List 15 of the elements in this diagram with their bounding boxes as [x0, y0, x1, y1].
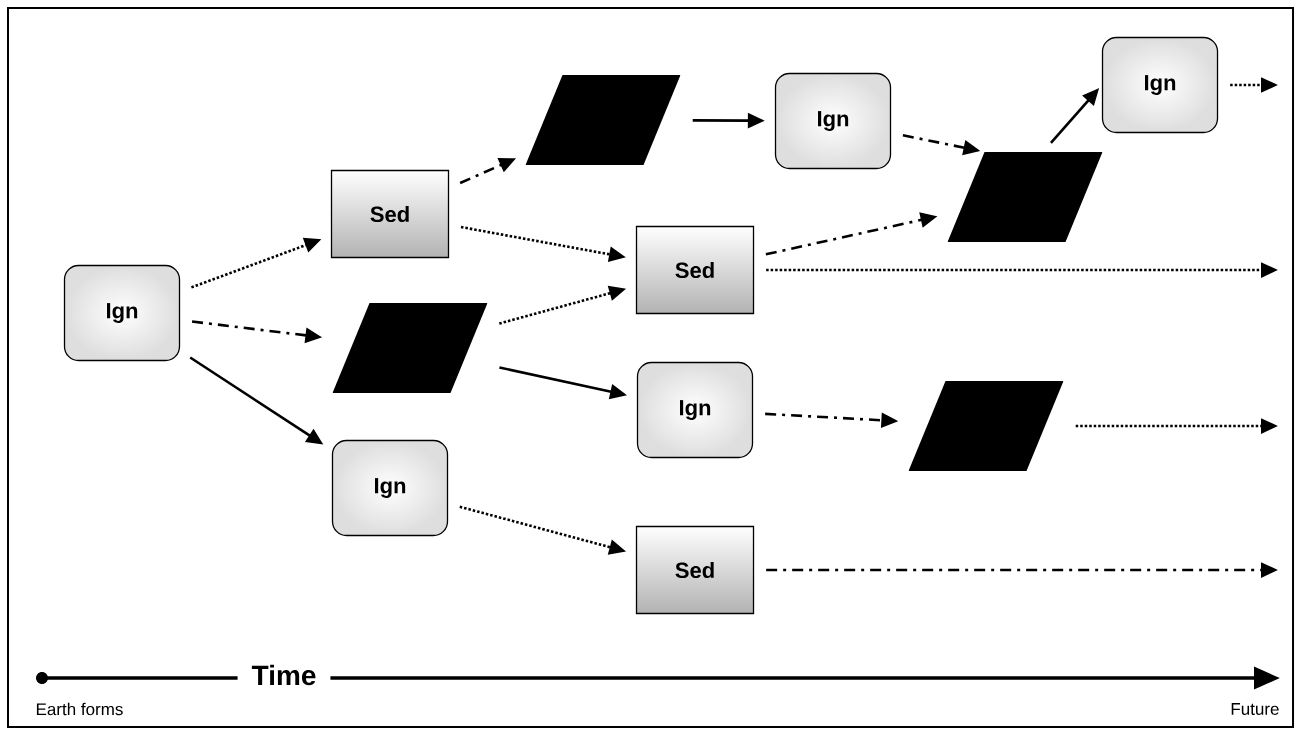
parallelogram: [332, 303, 488, 393]
parallelogram: [525, 75, 681, 165]
sedimentary-box: Sed: [330, 169, 450, 259]
parallelogram: [947, 152, 1103, 242]
sedimentary-box: Sed: [635, 225, 755, 315]
sedimentary-box: Sed: [635, 525, 755, 615]
parallelogram: [908, 381, 1064, 471]
axis-title: Time: [237, 662, 331, 688]
rounded-box: Ign: [63, 264, 181, 362]
rounded-box: Ign: [774, 72, 892, 170]
axis-label: Future: [1231, 703, 1279, 715]
rounded-box: Ign: [636, 361, 754, 459]
rounded-box: Ign: [331, 439, 449, 537]
axis-label: Earth forms: [36, 702, 123, 716]
rounded-box: Ign: [1101, 36, 1219, 134]
